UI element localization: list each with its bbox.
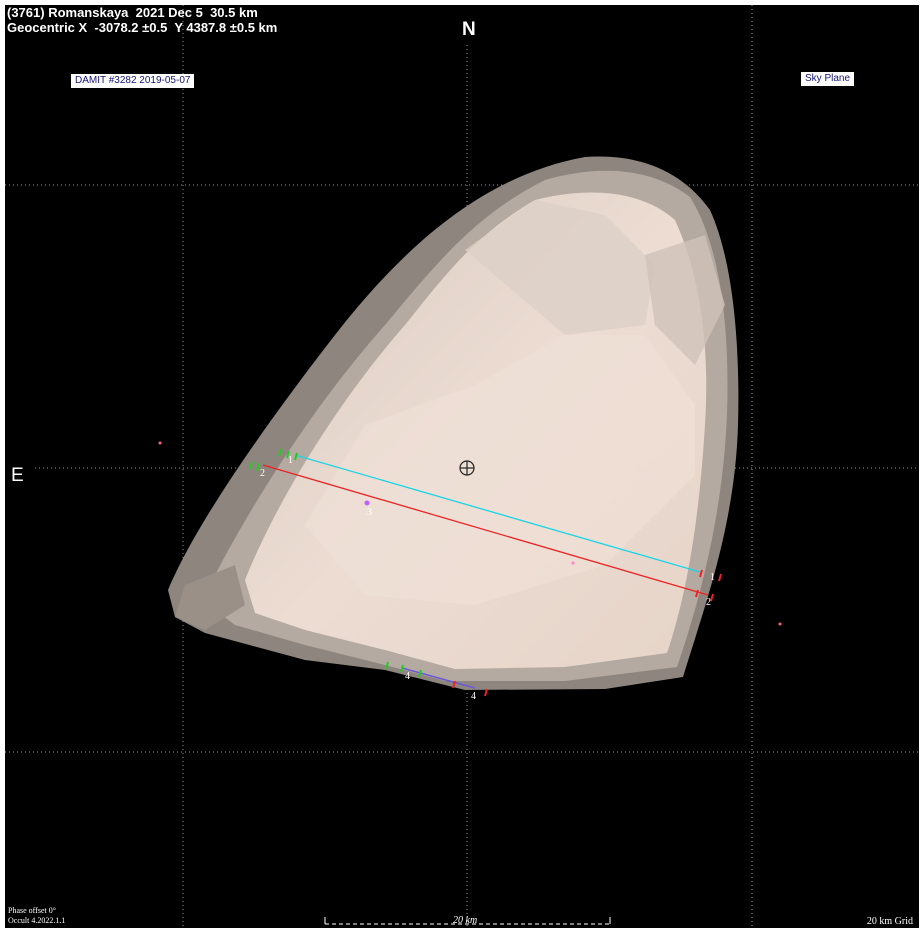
sky-plane-tag: Sky Plane — [801, 72, 855, 86]
model-tag: DAMIT #3282 2019-05-07 — [71, 74, 195, 88]
chord-4-line — [401, 667, 476, 689]
geocentric-position: Geocentric X -3078.2 ±0.5 Y 4387.8 ±0.5 … — [7, 20, 278, 35]
chord-2-line — [262, 464, 709, 596]
chord-2-start-label: 2 — [260, 468, 265, 479]
sky-plane-canvas: 1 2 3 1 2 4 4 — [5, 5, 919, 928]
grid-label: 20 km Grid — [866, 916, 913, 927]
version-text: Occult 4.2022.1.1 — [8, 916, 66, 925]
chord-1-start-label: 1 — [288, 455, 293, 466]
chord-1-line — [294, 454, 701, 573]
north-label: N — [462, 19, 476, 40]
chord-4-start-label: 4 — [405, 671, 410, 682]
end-ticks — [452, 569, 722, 697]
chord-3-label: 3 — [367, 507, 372, 518]
phase-offset-text: Phase offset 0° — [8, 906, 56, 915]
scale-bar — [324, 917, 611, 925]
event-title: (3761) Romanskaya 2021 Dec 5 30.5 km — [7, 5, 258, 20]
start-ticks — [249, 448, 422, 678]
chord-4-end-label: 4 — [471, 691, 476, 702]
chord-1-end-label: 1 — [710, 572, 715, 583]
asteroid-shape — [168, 156, 739, 691]
grid-lines — [5, 5, 919, 928]
chord-2-end-label: 2 — [706, 597, 711, 608]
scale-label: 20 km — [453, 915, 478, 926]
observation-points — [158, 441, 782, 626]
occultation-plot: 1 2 3 1 2 4 4 (3761) Romanskaya 2021 Dec… — [5, 5, 919, 928]
east-label: E — [11, 465, 24, 486]
chord-lines — [262, 454, 709, 689]
center-crosshair-icon — [459, 460, 475, 476]
